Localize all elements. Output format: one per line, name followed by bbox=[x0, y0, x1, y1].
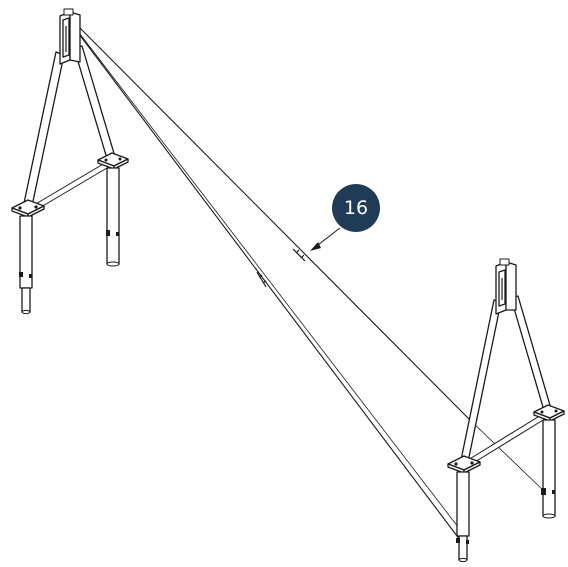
right-frame-front-plate bbox=[447, 455, 481, 474]
callout-arrowhead bbox=[310, 242, 321, 251]
right-frame-top-bracket bbox=[495, 258, 517, 315]
cable-clip-lower bbox=[256, 271, 267, 288]
cable-lower bbox=[75, 29, 461, 541]
left-frame-rear-leg bbox=[73, 45, 117, 163]
left-frame-cross-brace bbox=[33, 159, 113, 211]
callout-16: 16 bbox=[310, 184, 380, 251]
right-frame-front-post bbox=[456, 471, 470, 563]
left-frame-front-post bbox=[19, 215, 33, 315]
right-frame-cross-brace bbox=[467, 411, 549, 466]
callout-badge bbox=[332, 184, 380, 232]
cable-lower-parallel bbox=[79, 33, 466, 537]
cables bbox=[75, 25, 546, 541]
left-a-frame bbox=[11, 8, 129, 315]
cable-upper-anchor bbox=[469, 419, 546, 493]
cable-upper bbox=[77, 25, 471, 421]
right-a-frame bbox=[447, 258, 565, 563]
left-frame-rear-post bbox=[106, 167, 120, 267]
left-frame-top-bracket bbox=[59, 8, 81, 65]
left-frame-rear-plate bbox=[97, 152, 129, 170]
left-frame-front-leg bbox=[23, 51, 65, 207]
right-frame-rear-leg bbox=[510, 295, 553, 415]
right-frame-front-leg bbox=[460, 299, 502, 463]
right-frame-rear-post bbox=[541, 419, 556, 519]
callout-number: 16 bbox=[344, 197, 368, 219]
right-frame-rear-plate bbox=[533, 404, 565, 422]
cable-clip-upper bbox=[292, 248, 306, 262]
